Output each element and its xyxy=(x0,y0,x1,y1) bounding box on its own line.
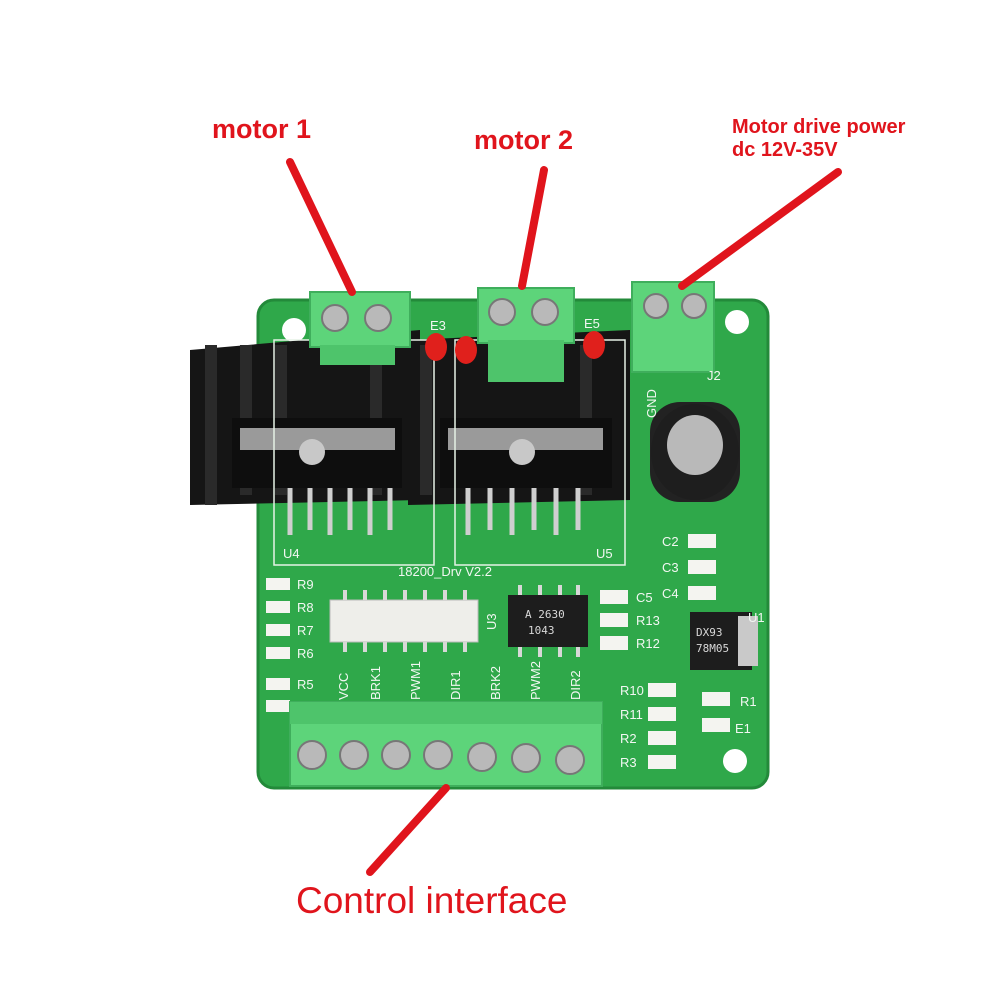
callout-motor1: motor 1 xyxy=(212,114,312,144)
silk-u3: U3 xyxy=(484,613,499,630)
chip-a2630: A 2630 1043 xyxy=(508,585,588,657)
arrow-control xyxy=(366,784,450,876)
silk-r2: R2 xyxy=(620,731,637,746)
callout-lines xyxy=(286,158,842,876)
pin-label-brk2: BRK2 xyxy=(488,666,503,700)
silk-r9: R9 xyxy=(297,577,314,592)
silk-r13: R13 xyxy=(636,613,660,628)
silk-r6: R6 xyxy=(297,646,314,661)
callout-power-line1: Motor drive power xyxy=(732,116,906,138)
pin-label-dir1: DIR1 xyxy=(448,670,463,700)
silk-r10: R10 xyxy=(620,683,644,698)
arrow-motor2 xyxy=(518,166,548,290)
silk-j2: J2 xyxy=(707,368,721,383)
silk-version: 18200_Drv V2.2 xyxy=(398,564,492,579)
silk-u5: U5 xyxy=(596,546,613,561)
silk-r5: R5 xyxy=(297,677,314,692)
callout-power: Motor drive power dc 12V-35V xyxy=(732,116,905,162)
silk-r8: R8 xyxy=(297,600,314,615)
regulator-78m05: DX93 78M05 xyxy=(690,612,758,670)
silk-u4: U4 xyxy=(283,546,300,561)
callout-motor2: motor 2 xyxy=(474,125,574,155)
silk-c2: C2 xyxy=(662,534,679,549)
terminal-motor2 xyxy=(477,287,575,382)
led-e4 xyxy=(455,336,477,364)
silk-e5: E5 xyxy=(584,316,600,331)
smd-right-column xyxy=(600,534,730,769)
callout-control: Control interface xyxy=(296,880,568,921)
reg-text-1: DX93 xyxy=(696,626,723,639)
ic-legs-u4 xyxy=(287,488,393,535)
mounting-hole xyxy=(282,318,306,342)
arrow-motor1 xyxy=(286,158,356,296)
optocoupler-dip xyxy=(329,590,479,652)
heatsink-right xyxy=(408,330,630,505)
reg-text-2: 78M05 xyxy=(696,642,729,655)
ic-legs-u5 xyxy=(465,488,581,535)
heatsink-left xyxy=(190,330,420,505)
silk-c3: C3 xyxy=(662,560,679,575)
silk-r11: R11 xyxy=(620,707,643,722)
chip-text-1: A 2630 xyxy=(525,608,565,621)
chip-text-2: 1043 xyxy=(528,624,555,637)
arrow-power xyxy=(678,168,842,290)
pin-label-pwm2: PWM2 xyxy=(528,661,543,700)
silk-r12: R12 xyxy=(636,636,660,651)
silk-c5: C5 xyxy=(636,590,653,605)
mounting-hole xyxy=(723,749,747,773)
silk-u1: U1 xyxy=(748,610,765,625)
terminal-power-j2 xyxy=(631,281,715,373)
smd-left-column xyxy=(266,578,290,712)
silk-c4: C4 xyxy=(662,586,679,601)
silk-e3: E3 xyxy=(430,318,446,333)
silk-r7: R7 xyxy=(297,623,314,638)
led-e3 xyxy=(425,333,447,361)
pin-label-dir2: DIR2 xyxy=(568,670,583,700)
pin-label-vcc: VCC xyxy=(336,673,351,700)
led-e5 xyxy=(583,331,605,359)
electrolytic-capacitor xyxy=(650,402,740,502)
silk-gnd: GND xyxy=(644,389,659,418)
terminal-motor1 xyxy=(309,291,411,365)
silk-r1: R1 xyxy=(740,694,757,709)
terminal-control xyxy=(289,701,603,787)
mounting-hole xyxy=(725,310,749,334)
callout-power-line2: dc 12V-35V xyxy=(732,139,838,161)
pin-label-pwm1: PWM1 xyxy=(408,661,423,700)
silk-e1: E1 xyxy=(735,721,751,736)
silk-r3: R3 xyxy=(620,755,637,770)
pin-label-brk1: BRK1 xyxy=(368,666,383,700)
